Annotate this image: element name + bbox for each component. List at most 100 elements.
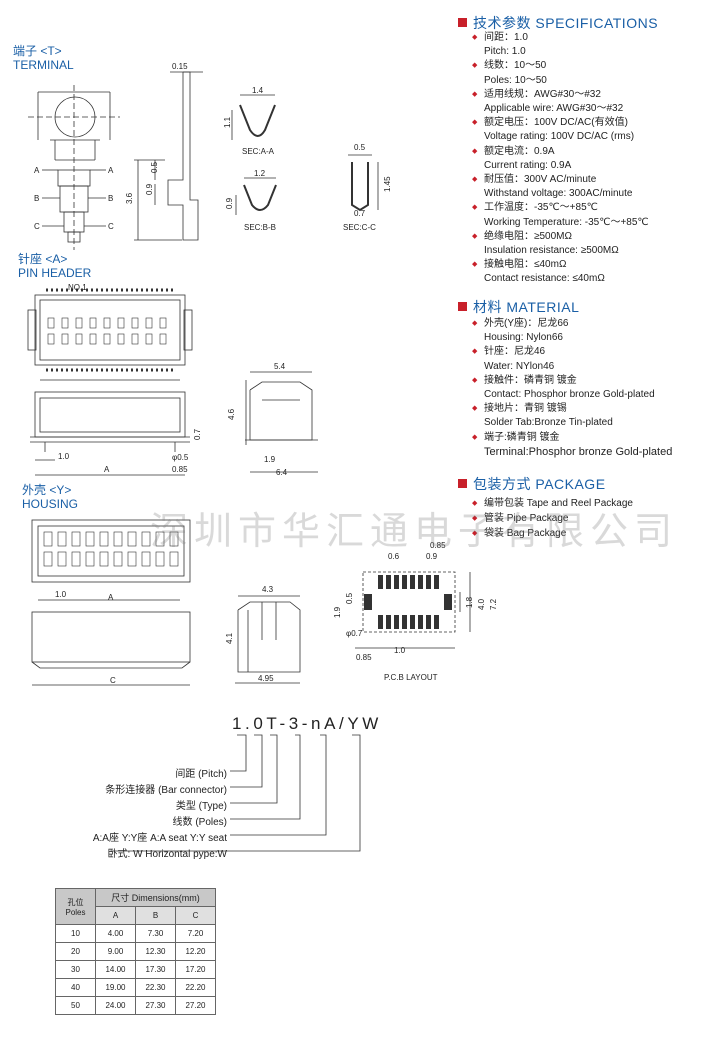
dim-label: 4.0 [477, 598, 486, 610]
spec-zh: 额定电压：100V DC/AC(有效值) [472, 116, 649, 130]
dim-label: 0.7 [193, 428, 202, 440]
spec-en: Contact resistance: ≤40mΩ [484, 273, 605, 285]
table-cell: 4.00 [95, 924, 136, 943]
pcb-layout-label: P.C.B LAYOUT [384, 673, 438, 682]
part-label-bar-connector: 条形连接器 (Bar connector) [105, 785, 227, 796]
material-zh: 端子:磷青铜 镀金 [472, 431, 672, 445]
package-list: 编带包装 Tape and Reel Package 管装 Pipe Packa… [472, 496, 633, 541]
spec-zh: 额定电流：0.9A [472, 145, 649, 159]
table-cell: 17.30 [135, 960, 176, 979]
dim-label: 1.0 [55, 590, 67, 599]
spec-zh: 间距：1.0 [472, 31, 649, 45]
dim-label: 0.5 [150, 161, 159, 173]
dim-label: 1.1 [223, 116, 232, 128]
material-en: Terminal:Phosphor bronze Gold-plated [484, 445, 673, 458]
table-cell: 40 [55, 978, 96, 997]
dim-label: 5.4 [274, 362, 286, 371]
table-cell: 12.20 [175, 942, 216, 961]
spec-zh: 线数：10～50 [472, 59, 649, 73]
package-item: 袋装 Bag Package [472, 526, 633, 541]
part-number-code: 1.0T-3-nA/YW [232, 714, 382, 733]
cut-label: B [108, 194, 113, 203]
table-cell: 14.00 [95, 960, 136, 979]
spec-zh: 接触电阻：≤40mΩ [472, 258, 649, 272]
spec-item: 额定电压：100V DC/AC(有效值)Voltage rating: 100V… [472, 116, 649, 144]
dim-label: 0.85 [172, 465, 188, 474]
spec-en: Insulation resistance: ≥500MΩ [484, 245, 619, 257]
dim-label: 7.2 [489, 598, 498, 610]
dim-label: C [110, 676, 116, 685]
pin-header-title-zh: 针座 <A> [18, 252, 68, 266]
table-cell: 9.00 [95, 942, 136, 961]
part-label-type: 类型 (Type) [175, 801, 227, 812]
table-cell: 17.20 [175, 960, 216, 979]
poles-header-zh: 孔位 [67, 897, 84, 907]
material-zh: 接触件：磷青铜 镀金 [472, 374, 672, 388]
dim-label: 0.5 [345, 592, 354, 604]
dim-label: 0.9 [225, 197, 234, 209]
red-square-icon [458, 18, 467, 27]
material-en: Housing: Nylon66 [484, 332, 563, 344]
specifications-title: 技术参数 SPECIFICATIONS [473, 15, 659, 31]
specifications-heading: 技术参数 SPECIFICATIONS [458, 13, 658, 33]
cut-label: A [108, 166, 114, 175]
terminal-front-view [28, 85, 120, 250]
section-label: SEC:A-A [242, 147, 275, 156]
terminal-title-en: TERMINAL [13, 58, 74, 72]
col-header-c: C [175, 906, 216, 925]
package-item: 编带包装 Tape and Reel Package [472, 496, 633, 511]
dim-label: 0.9 [145, 183, 154, 195]
dim-label: 4.1 [225, 632, 234, 644]
pin-header-title: 针座 <A> PIN HEADER [18, 252, 91, 280]
material-title: 材料 MATERIAL [473, 299, 580, 315]
dim-label: 1.8 [465, 596, 474, 608]
pin-header-side-view [245, 371, 318, 473]
spec-zh: 适用线规：AWG#30～#32 [472, 88, 649, 102]
material-en: Solder Tab:Bronze Tin-plated [484, 417, 613, 429]
spec-en: Poles: 10～50 [484, 74, 547, 86]
dim-label: A [104, 465, 110, 474]
table-cell: 22.20 [175, 978, 216, 997]
material-en: Contact: Phosphor bronze Gold-plated [484, 389, 655, 401]
dim-label: 1.4 [252, 86, 264, 95]
dim-label: 3.6 [125, 192, 134, 204]
pin-header-top-view [27, 288, 193, 381]
table-cell: 30 [55, 960, 96, 979]
spec-en: Current rating: 0.9A [484, 159, 572, 171]
col-header-b: B [135, 906, 176, 925]
dim-label: 4.3 [262, 585, 274, 594]
table-cell: 50 [55, 996, 96, 1015]
spec-zh: 绝缘电阻：≥500MΩ [472, 230, 649, 244]
material-zh: 接地片：青铜 镀锡 [472, 402, 672, 416]
dim-label: 4.6 [227, 408, 236, 420]
table-cell: 7.30 [135, 924, 176, 943]
dim-label: 0.15 [172, 62, 188, 71]
table-cell: 12.30 [135, 942, 176, 961]
red-square-icon [458, 302, 467, 311]
poles-header: 孔位 Poles [55, 888, 96, 925]
cut-label: A [34, 166, 40, 175]
section-label: SEC:C-C [343, 223, 376, 232]
housing-title-en: HOUSING [22, 497, 79, 511]
material-heading: 材料 MATERIAL [458, 297, 579, 317]
housing-side-view [235, 595, 301, 684]
housing-top-view [31, 519, 191, 601]
spec-en: Pitch: 1.0 [484, 46, 526, 58]
terminal-side-view [134, 71, 203, 241]
table-cell: 27.20 [175, 996, 216, 1015]
housing-title-zh: 外壳 <Y> [22, 483, 72, 497]
spec-en: Withstand voltage: 300AC/minute [484, 188, 633, 200]
part-label-poles: 线数 (Poles) [172, 817, 227, 828]
